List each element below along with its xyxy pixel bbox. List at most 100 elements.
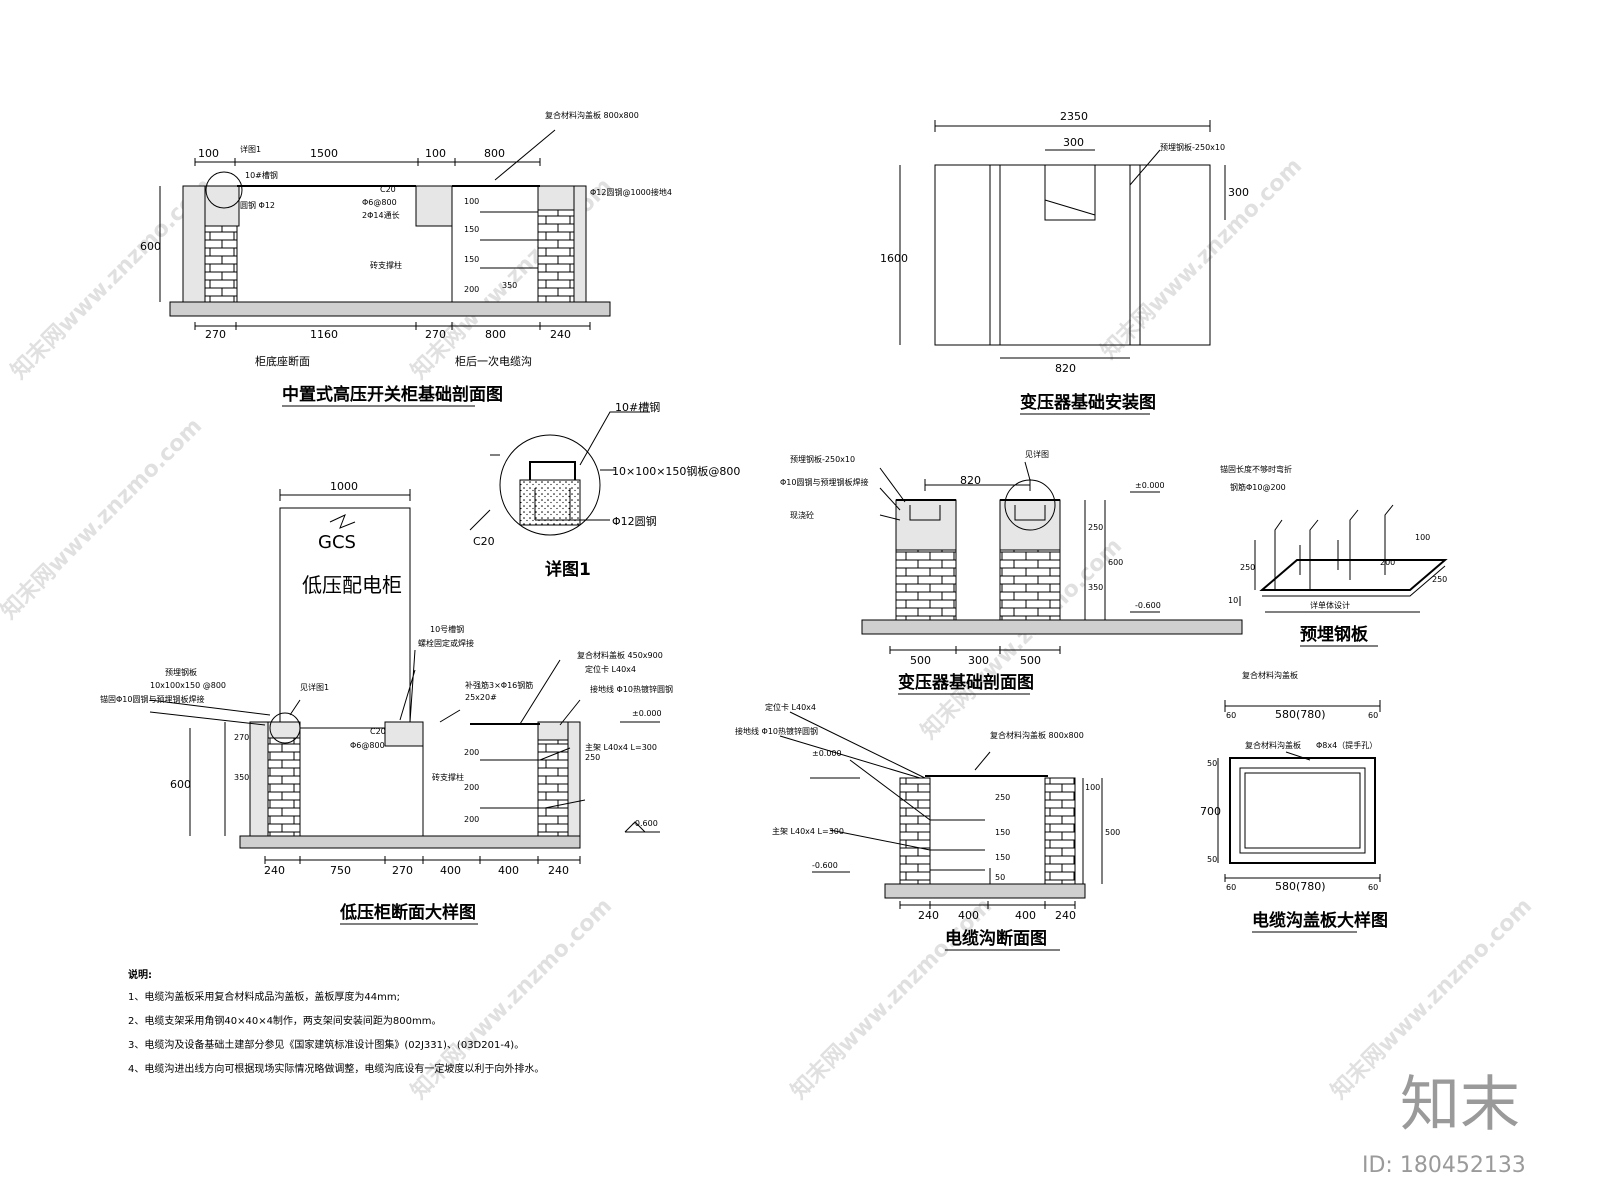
lv-ground-label: 接地线 Φ10热镀锌圆钢 — [590, 684, 673, 694]
tr-title: 电缆沟断面图 — [945, 928, 1047, 949]
hv-sub-left: 柜底座断面 — [255, 354, 310, 368]
lv-cabinet-name: 低压配电柜 — [302, 573, 402, 597]
watermark-5: 知末网www.znzmo.com — [1096, 153, 1307, 364]
lv-bot-4: 400 — [440, 864, 461, 877]
tp-plate-label: 预埋钢板-250x10 — [1160, 142, 1225, 152]
lv-channel-label: 10号槽钢 — [430, 624, 464, 634]
lv-reinf-spec: 25x20# — [465, 693, 497, 702]
lv-side-5: 200 — [464, 815, 479, 824]
tr-ground-label: 接地线 Φ10热镀锌圆钢 — [735, 726, 818, 736]
lv-side-2: 350 — [234, 773, 249, 782]
hv-side-dim-2: 150 — [464, 225, 479, 234]
ts-plate-label: 预埋钢板-250x10 — [790, 454, 855, 464]
cv-top-2: 580(780) — [1275, 708, 1326, 721]
lv-bolt-label: 螺栓固定或焊接 — [418, 638, 474, 648]
ts-detail-ref: 见详图 — [1025, 449, 1049, 459]
lv-plate-label: 预埋钢板 — [165, 667, 197, 677]
tr-level-bot: -0.600 — [812, 861, 838, 870]
d1-plate-label: 10×100×150钢板@800 — [612, 464, 740, 478]
cv-top-3: 60 — [1368, 711, 1378, 720]
hv-top-dim-1: 100 — [198, 147, 219, 160]
hv-c20-label: C20 — [380, 185, 396, 194]
tr-bot-2: 400 — [958, 909, 979, 922]
hv-sub-right: 柜后一次电缆沟 — [455, 354, 532, 368]
lv-bot-3: 270 — [392, 864, 413, 877]
hv-rebar-label: 圆钢 Φ12 — [240, 200, 275, 210]
cv-side-2: 700 — [1200, 805, 1221, 818]
plate-note-2: 钢筋Φ10@200 — [1230, 482, 1286, 492]
lv-side-4: 200 — [464, 783, 479, 792]
hv-cabinet-section: 100 1500 100 800 270 1160 270 800 240 60… — [140, 110, 672, 407]
image-id: ID: 180452133 — [1362, 1153, 1526, 1178]
plate-note-3: 详单体设计 — [1310, 600, 1350, 610]
d1-rebar-label: Φ12圆钢 — [612, 515, 657, 528]
hv-stirrup-label: Φ6@800 — [362, 198, 397, 207]
lv-cabinet-section: 1000 GCS 低压配电柜 240 750 270 400 400 240 6… — [100, 480, 673, 925]
tr-side-4: 150 — [995, 853, 1010, 862]
lv-side-6: 250 — [585, 753, 600, 762]
tp-bottom: 820 — [1055, 362, 1076, 375]
plate-title: 预埋钢板 — [1300, 624, 1369, 645]
hv-top-dim-3: 100 — [425, 147, 446, 160]
plate-dim-3: 200 — [1380, 558, 1395, 567]
lv-detail-ref: 见详图1 — [300, 682, 329, 692]
hv-side-dim-3: 150 — [464, 255, 479, 264]
lv-reinf-label: 补强筋3×Φ16钢筋 — [465, 680, 533, 690]
tr-bracket-label: 主架 L40x4 L=300 — [772, 826, 844, 836]
embedded-plate: 锚固长度不够时弯折 钢筋Φ10@200 详单体设计 250 10 200 250… — [1220, 464, 1448, 647]
ts-concrete-label: 现浇砼 — [790, 510, 814, 520]
hv-support-label: 砖支撑柱 — [370, 260, 402, 270]
note-4: 4、电缆沟进出线方向可根据现场实际情况略做调整，电缆沟底设有一定坡度以利于向外排… — [128, 1062, 544, 1075]
cv-bot-1: 60 — [1226, 883, 1236, 892]
ts-title: 变压器基础剖面图 — [898, 672, 1034, 693]
note-1: 1、电缆沟盖板采用复合材料成品沟盖板，盖板厚度为44mm; — [128, 990, 400, 1003]
tr-level-top: ±0.000 — [812, 749, 842, 758]
hv-detail-ref: 详图1 — [240, 144, 261, 154]
lv-width: 1000 — [330, 480, 358, 493]
tr-clamp-label: 定位卡 L40x4 — [765, 702, 816, 712]
lv-anchor-label: 锚固Φ10圆钢与预埋钢板焊接 — [100, 694, 204, 704]
hv-bot-dim-2: 1160 — [310, 328, 338, 341]
lv-bot-1: 240 — [264, 864, 285, 877]
watermark-3: 知末网www.znzmo.com — [0, 413, 207, 624]
tp-inner: 300 — [1063, 136, 1084, 149]
ts-side-3: 600 — [1108, 558, 1123, 567]
tr-side-1: 100 — [1085, 783, 1100, 792]
lv-side-3: 200 — [464, 748, 479, 757]
hv-cover-label: 复合材料沟盖板 800x800 — [545, 110, 639, 120]
plate-dim-1: 250 — [1240, 563, 1255, 572]
cv-label-top: 复合材料沟盖板 — [1242, 670, 1298, 680]
lv-clamp-label: 定位卡 L40x4 — [585, 664, 636, 674]
hv-channel-label: 10#槽钢 — [245, 170, 278, 180]
plate-dim-5: 100 — [1415, 533, 1430, 542]
ts-bot-2: 300 — [968, 654, 989, 667]
note-3: 3、电缆沟及设备基础土建部分参见《国家建筑标准设计图集》(02J331)、(03… — [128, 1038, 524, 1051]
plate-dim-2: 10 — [1228, 596, 1238, 605]
cv-side-1: 50 — [1207, 759, 1217, 768]
tr-bot-3: 400 — [1015, 909, 1036, 922]
ts-level-top: ±0.000 — [1135, 481, 1165, 490]
plate-note-1: 锚固长度不够时弯折 — [1220, 464, 1292, 474]
tr-side-2: 250 — [995, 793, 1010, 802]
tp-width: 2350 — [1060, 110, 1088, 123]
hv-bot-dim-4: 800 — [485, 328, 506, 341]
detail-1: 10#槽钢 10×100×150钢板@800 C20 Φ12圆钢 详图1 — [469, 401, 740, 580]
lv-plate-spec: 10x100x150 @800 — [150, 681, 226, 690]
cv-label-mid: 复合材料沟盖板 — [1245, 740, 1301, 750]
hv-top-dim-2: 1500 — [310, 147, 338, 160]
d1-channel-label: 10#槽钢 — [615, 401, 660, 414]
lv-title: 低压柜断面大样图 — [339, 902, 476, 923]
lv-cabinet-code: GCS — [318, 532, 356, 553]
ts-bot-1: 500 — [910, 654, 931, 667]
tp-side: 300 — [1228, 186, 1249, 199]
tr-side-6: 500 — [1105, 828, 1120, 837]
tr-side-5: 50 — [995, 873, 1005, 882]
hv-bar-label: 2Φ14通长 — [362, 210, 400, 220]
notes-heading: 说明: — [128, 968, 152, 981]
lv-support-label: 砖支撑柱 — [432, 772, 464, 782]
lv-bot-6: 240 — [548, 864, 569, 877]
watermark-logo: 知末 — [1400, 1070, 1520, 1140]
hv-top-dim-4: 800 — [484, 147, 505, 160]
hv-title: 中置式高压开关柜基础剖面图 — [282, 384, 503, 405]
